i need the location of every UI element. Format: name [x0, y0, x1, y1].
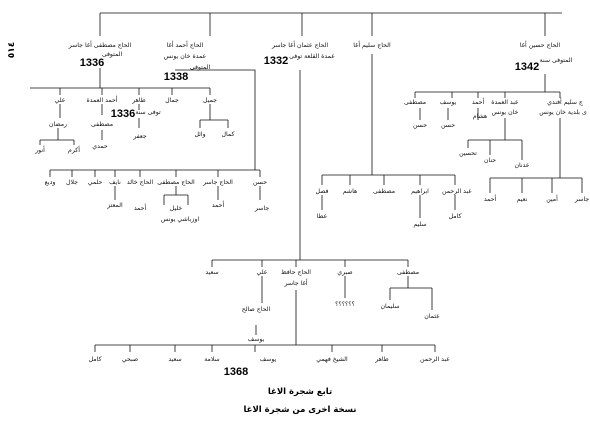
node-hassan-1: حسن	[413, 122, 427, 129]
node-ahmad-agha: الحاج أحمد أغا	[167, 40, 204, 49]
year-1336-a: 1336	[80, 57, 104, 69]
node-subhi: صبحي	[122, 356, 138, 363]
node-ali-1: علي	[55, 97, 66, 104]
year-1338: 1338	[164, 71, 188, 83]
node-ahmad-3: أحمد	[472, 97, 485, 106]
node-haj-jaser: الحاج جاسر	[202, 179, 233, 186]
node-salim-afandi-sub: ى بلدية خان يونس	[539, 109, 587, 116]
node-kamel-3: كامل	[89, 356, 102, 363]
node-hussein-agha-sub: المتوفى سنة	[540, 57, 573, 64]
node-jafar: جعفر	[132, 133, 147, 140]
node-ramadan: رمضان	[49, 121, 67, 128]
node-hashem: هاشم	[343, 188, 357, 195]
node-jamal: جمال	[165, 97, 179, 104]
node-salim-afandi: ج سليم أفندي	[547, 97, 583, 106]
node-saeed-2: سعيد	[168, 356, 181, 363]
node-hussein-agha: الحاج حسين أغا	[520, 40, 560, 49]
node-naim: نعيم	[517, 196, 528, 203]
node-salama: سلامة	[204, 356, 220, 363]
page-number: ٥١٤	[7, 42, 17, 58]
node-nayef: نايف	[109, 179, 121, 186]
node-ozbashi: اوزباشي يونس	[161, 216, 199, 223]
node-hassan-3: حسن	[253, 179, 267, 186]
node-othman-2: عثمان	[424, 313, 440, 320]
year-1336-b: 1336	[111, 108, 135, 120]
node-yousef-2: يوسف	[248, 336, 265, 343]
node-haj-mustafa: الحاج مصطفى	[157, 179, 195, 186]
node-saeed-1: سعيد	[205, 269, 218, 276]
node-yousef-1: يوسف	[440, 99, 457, 106]
node-ahmad-agha-sub1: عمدة خان يونس	[164, 53, 207, 60]
node-amin: أمين	[546, 194, 558, 203]
tree-names: الحاج مصطفى أغا جاسر المتوفى 1336 الحاج …	[34, 40, 589, 378]
node-moataz: المعتز	[106, 202, 123, 209]
tree-lines	[30, 12, 583, 352]
node-mustafa-agha: الحاج مصطفى أغا جاسر	[68, 40, 132, 49]
node-kamal-1: كمال	[222, 131, 235, 138]
node-akram: أكرم	[68, 145, 80, 154]
node-abdulrahman-1: عبد الرحمن	[442, 188, 472, 195]
node-jalal: جلال	[66, 179, 78, 186]
node-mustafa-4: مصطفى	[373, 188, 395, 195]
node-abdulrahman-2: عبد الرحمن	[420, 356, 450, 363]
year-1332: 1332	[264, 55, 288, 67]
caption-1: تابع شجرة الاغا	[268, 387, 332, 397]
node-sabri: صبري	[337, 269, 352, 276]
node-wadih: وديع	[45, 179, 56, 186]
node-ataa: عطا	[317, 213, 328, 220]
node-mustafa-3: مصطفى	[404, 99, 426, 106]
node-ahmad-4: أحمد	[134, 203, 147, 212]
node-jamil: جميل	[203, 97, 217, 104]
node-ibrahim: ابراهيم	[411, 188, 429, 195]
node-ahmad-agha-sub2: المتوفى	[190, 64, 211, 71]
node-ahmad-omda: أحمد العمدة	[87, 95, 118, 104]
node-haj-saleh: الحاج صالح	[242, 306, 271, 313]
node-khalil: خليل	[170, 205, 183, 212]
node-khaled: الحاج خالد	[127, 179, 154, 186]
node-sheikh-fahmi: الشيخ فهمي	[316, 356, 348, 363]
node-mustafa-agha-sub: المتوفى	[102, 51, 123, 58]
node-haj-hafez: الحاج حافظ	[281, 269, 311, 276]
node-mustafa-5: مصطفى	[397, 269, 419, 276]
node-jaser-2: جاسر	[254, 205, 269, 212]
node-hamdi: حمدي	[92, 143, 108, 150]
node-hanan: حنان	[484, 157, 496, 164]
node-wael: وائل	[194, 131, 205, 138]
caption-2: نسخة اخرى من شجرة الاغا	[243, 405, 356, 415]
node-suleiman: سليمان	[380, 303, 399, 310]
node-mustafa-2: مصطفى	[91, 121, 113, 128]
node-taher-1-sub: توفى سنة	[135, 109, 161, 116]
node-kamel-2: كامل	[449, 213, 462, 220]
node-adnan: عدنان	[514, 162, 529, 169]
node-hesham: هشام	[473, 113, 488, 120]
node-taher-2: طاهر	[374, 356, 389, 363]
node-othman-agha: الحاج عثمان أغا جاسر	[271, 40, 328, 49]
node-haj-hafez-sub: أغا جاسر	[283, 278, 307, 287]
node-abd-omda: عبد العمدة	[491, 99, 519, 106]
node-helmi: حلمي	[88, 179, 103, 186]
node-jaser-3: جاسر	[574, 196, 589, 203]
node-tahseen: تحسين	[459, 150, 477, 157]
node-othman-agha-sub: عمدة القلعة توفى	[289, 53, 335, 60]
node-question-marks: ؟؟؟؟؟؟	[335, 301, 355, 308]
node-salim-agha: الحاج سليم أغا	[353, 40, 391, 49]
node-taher-1: طاهر	[131, 97, 146, 104]
node-abd-omda-sub: خان يونس	[492, 109, 519, 116]
node-ahmad-5: أحمد	[212, 200, 225, 209]
node-salim-2: سليم	[413, 221, 426, 228]
node-anwar: أنور	[34, 145, 45, 154]
node-hassan-2: حسن	[441, 122, 455, 129]
node-ahmad-6: أحمد	[484, 194, 497, 203]
node-ali-2: علي	[257, 269, 268, 276]
year-1368: 1368	[224, 366, 248, 378]
node-faisal: فصل	[315, 188, 328, 195]
node-yousef-3: يوسف	[260, 356, 277, 363]
year-1342: 1342	[515, 61, 539, 73]
